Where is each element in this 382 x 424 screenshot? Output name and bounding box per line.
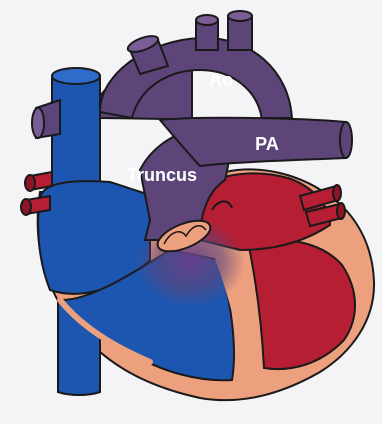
label-pulmonary-artery: PA — [255, 134, 279, 154]
label-aorta: Ao — [209, 70, 233, 90]
pulmonary-artery-end — [340, 122, 352, 158]
left-upper-vessel-opening — [32, 108, 44, 138]
label-truncus: Truncus — [127, 165, 197, 185]
superior-vena-cava-opening — [52, 68, 100, 84]
